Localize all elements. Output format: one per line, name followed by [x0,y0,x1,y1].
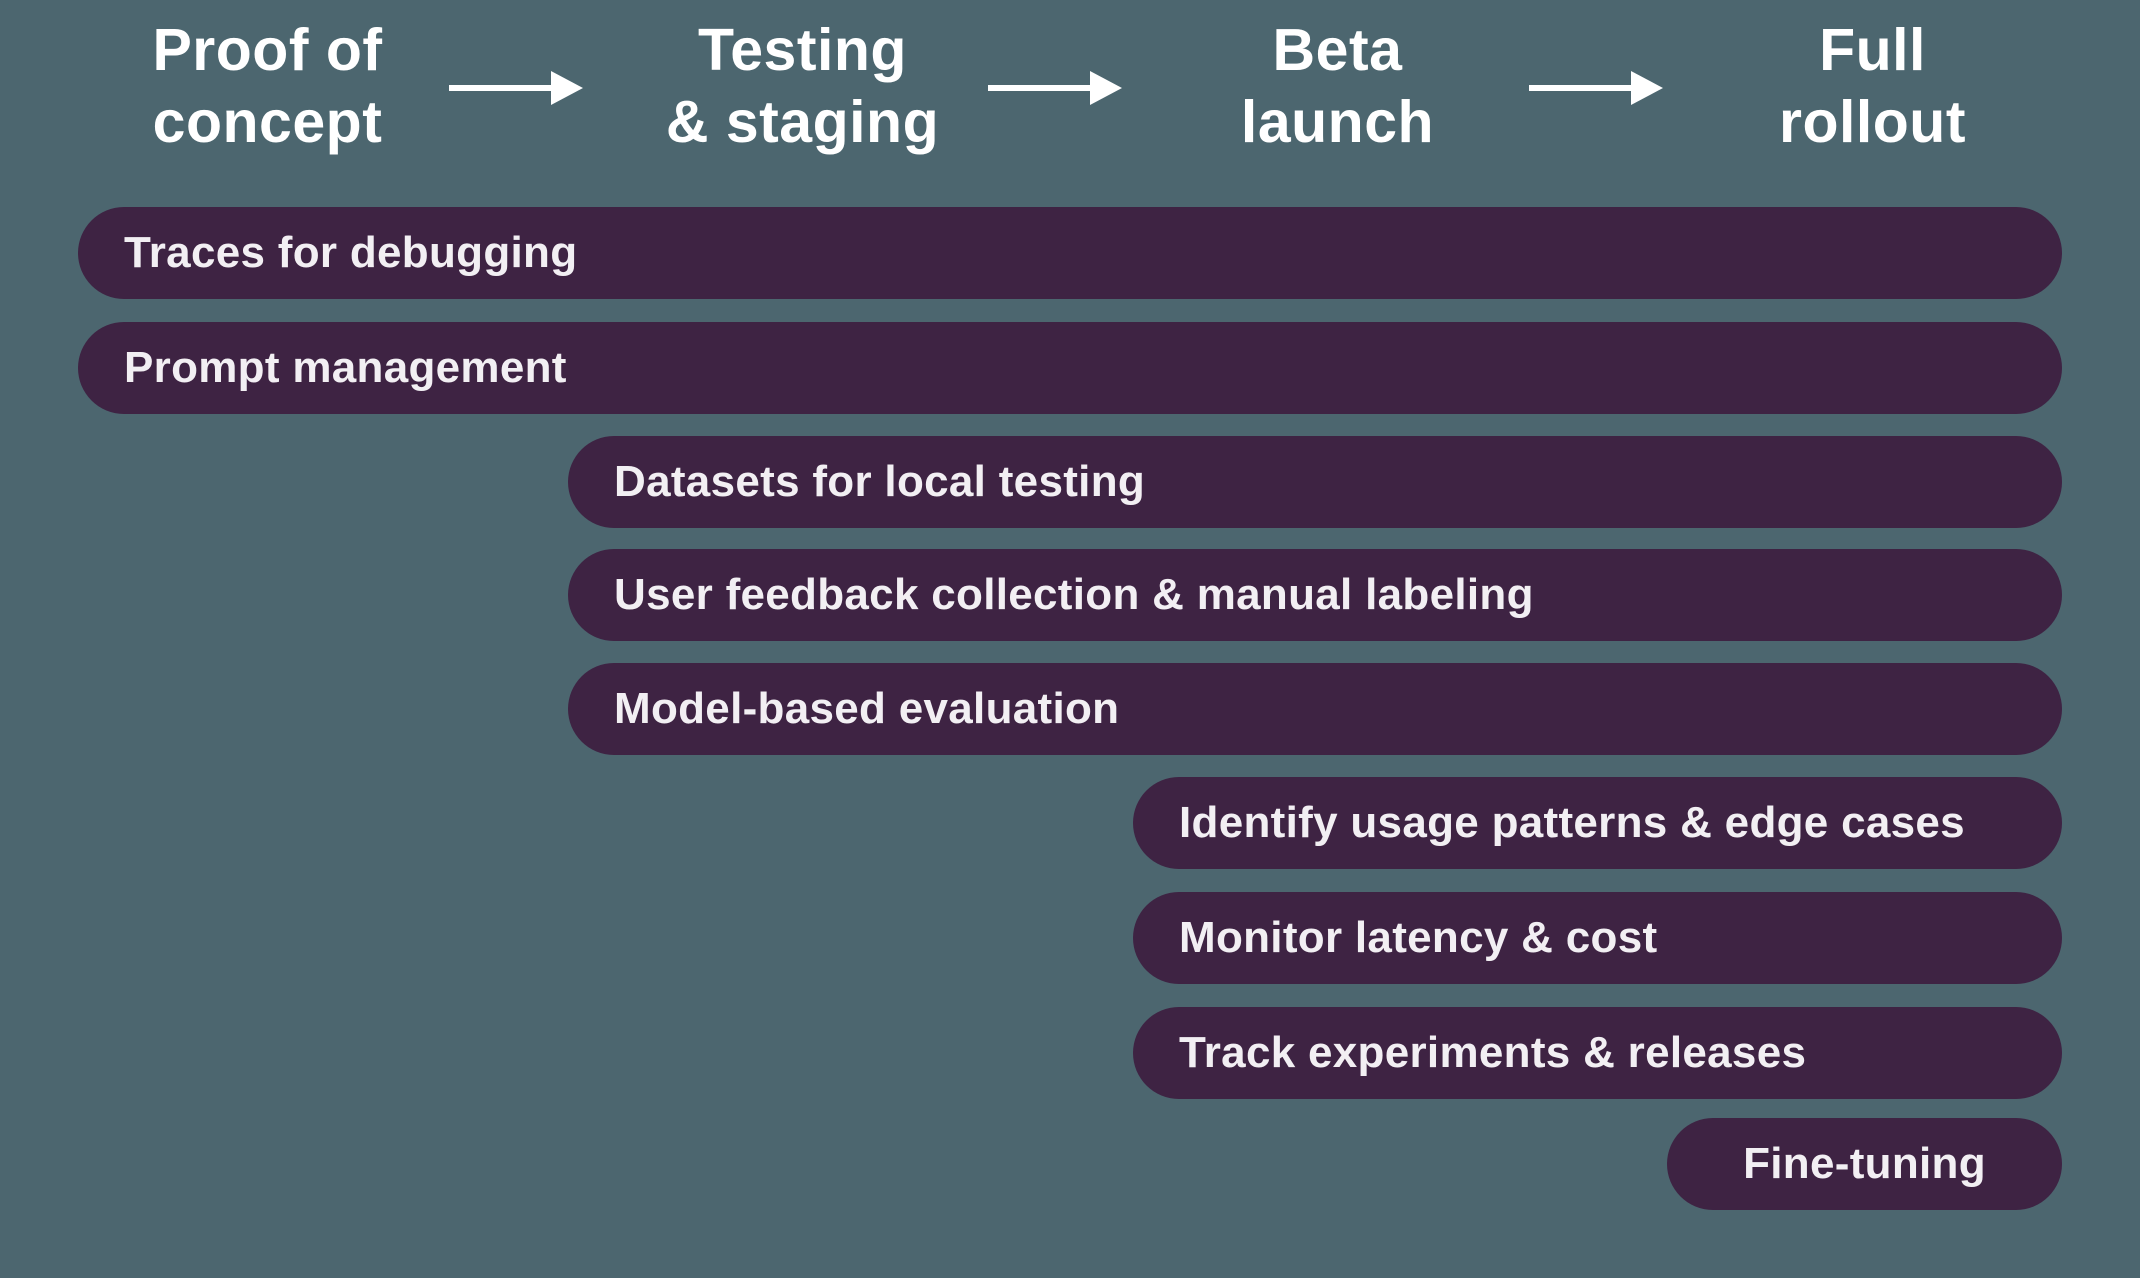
bar-monitor-latency-cost: Monitor latency & cost [1133,892,2062,984]
phase-label-proof-of-concept: Proof of concept [152,17,383,155]
arrow-right-icon [449,71,583,105]
bar-label: Prompt management [124,343,567,392]
phase-label-beta-launch: Beta launch [1240,17,1435,155]
bar-user-feedback-collection: User feedback collection & manual labeli… [568,549,2062,641]
bar-label: Monitor latency & cost [1179,913,1658,962]
arrow-right-icon [1529,71,1663,105]
bar-label: Traces for debugging [124,228,578,277]
bar-prompt-management: Prompt management [78,322,2062,414]
bar-track-experiments-releases: Track experiments & releases [1133,1007,2062,1099]
bar-label: Datasets for local testing [614,457,1146,506]
bar-label: Fine-tuning [1743,1139,1986,1188]
phase-label-testing-staging: Testing & staging [665,17,940,155]
bar-label: Model-based evaluation [614,684,1120,733]
arrow-right-icon [988,71,1122,105]
phase-label-full-rollout: Full rollout [1778,17,1966,155]
bar-label: User feedback collection & manual labeli… [614,570,1534,619]
bar-label: Identify usage patterns & edge cases [1179,798,1965,847]
bar-identify-usage-patterns: Identify usage patterns & edge cases [1133,777,2062,869]
bar-fine-tuning: Fine-tuning [1667,1118,2062,1210]
bar-model-based-evaluation: Model-based evaluation [568,663,2062,755]
bar-datasets-for-local-testing: Datasets for local testing [568,436,2062,528]
bar-label: Track experiments & releases [1179,1028,1807,1077]
bar-traces-for-debugging: Traces for debugging [78,207,2062,299]
